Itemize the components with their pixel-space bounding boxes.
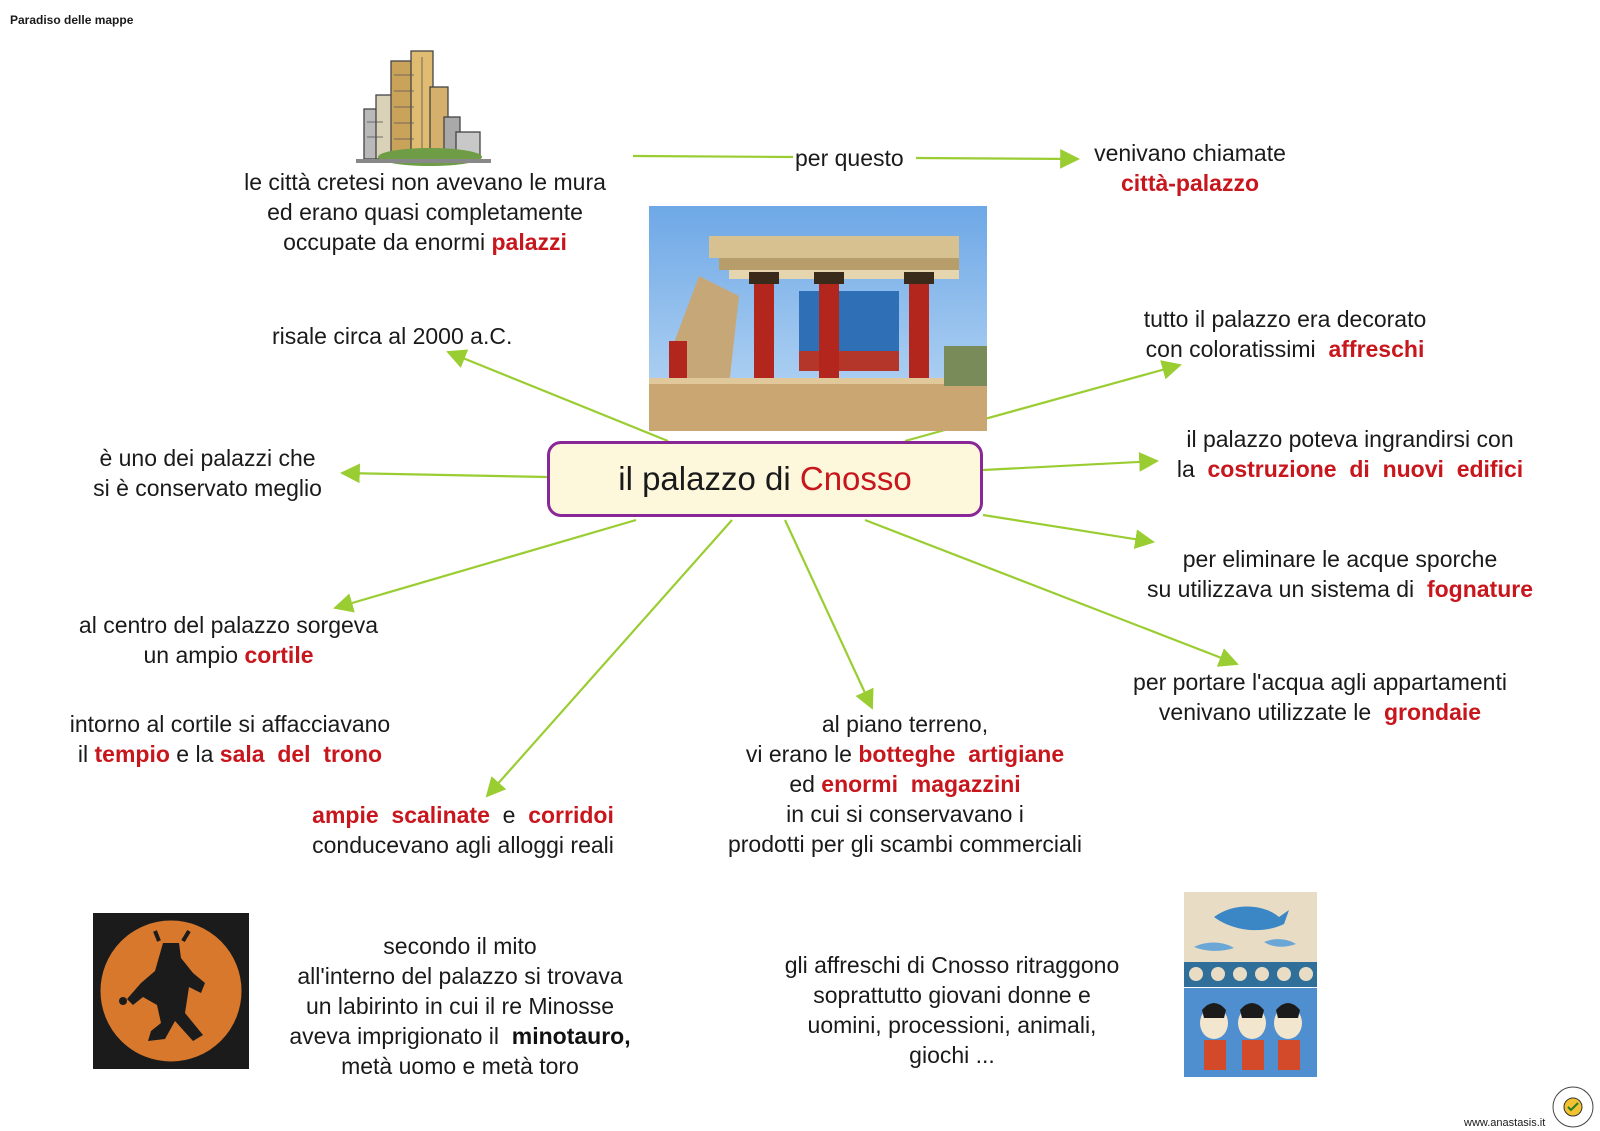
node-scalinate-line1b: e bbox=[489, 802, 529, 828]
minotaur-plate-image bbox=[93, 913, 249, 1069]
arrow-to-ingrandirsi bbox=[982, 452, 1159, 472]
node-citta-line2: ed erano quasi completamente bbox=[267, 199, 583, 225]
arrow-to-per-questo bbox=[632, 154, 794, 159]
node-grondaie-line2: venivano utilizzate le bbox=[1158, 699, 1384, 725]
node-mito-line3: un labirinto in cui il re Minosse bbox=[305, 993, 615, 1019]
node-citta-highlight: palazzi bbox=[491, 229, 567, 255]
node-risale: risale circa al 2000 a.C. bbox=[272, 321, 512, 351]
node-scalinate-highlight2: corridoi bbox=[528, 802, 614, 828]
node-piano-line4: in cui si conservavano i bbox=[786, 801, 1024, 827]
node-piano-line1: al piano terreno, bbox=[821, 711, 989, 737]
city-buildings-illustration bbox=[356, 50, 491, 166]
arrow-to-conservato bbox=[340, 463, 548, 484]
ladies-fresco-image bbox=[1184, 988, 1317, 1077]
node-centro-line2: un ampio bbox=[143, 642, 245, 668]
node-mito-line1: secondo il mito bbox=[383, 933, 537, 959]
node-conservato-line1: è uno dei palazzi che bbox=[99, 445, 316, 471]
node-ingrandirsi-line1: il palazzo poteva ingrandirsi con bbox=[1186, 426, 1514, 452]
node-chiamate: venivano chiamate città-palazzo bbox=[1075, 138, 1305, 198]
node-risale-line1: risale circa al 2000 a.C. bbox=[272, 323, 513, 349]
node-affreschi: tutto il palazzo era decorato con colora… bbox=[1120, 304, 1450, 364]
website-label: www.anastasis.it bbox=[1464, 1117, 1546, 1129]
node-piano-highlight2: enormi magazzini bbox=[821, 771, 1021, 797]
node-mito-line4: aveva imprigionato il bbox=[289, 1023, 512, 1049]
node-intorno: intorno al cortile si affacciavano il te… bbox=[45, 709, 415, 769]
node-grondaie-highlight: grondaie bbox=[1383, 699, 1482, 725]
node-fognature: per eliminare le acque sporche su utiliz… bbox=[1120, 544, 1560, 604]
node-centro: al centro del palazzo sorgeva un ampio c… bbox=[56, 610, 401, 670]
arrow-to-risale bbox=[446, 349, 669, 443]
node-ritraggono: gli affreschi di Cnosso ritraggono sopra… bbox=[752, 950, 1152, 1070]
per-questo-label: per questo bbox=[795, 145, 904, 171]
node-chiamate-line1: venivano chiamate bbox=[1094, 140, 1286, 166]
node-ritraggono-line4: giochi ... bbox=[909, 1042, 995, 1068]
dolphin-fresco-image bbox=[1184, 892, 1317, 987]
arrow-to-centro bbox=[333, 518, 637, 613]
node-centro-line1: al centro del palazzo sorgeva bbox=[78, 612, 379, 638]
node-chiamate-highlight: città-palazzo bbox=[1120, 170, 1260, 196]
arrow-to-piano bbox=[784, 519, 874, 710]
node-scalinate: ampie scalinate e corridoi conducevano a… bbox=[283, 800, 643, 860]
node-citta-line3: occupate da enormi bbox=[283, 229, 492, 255]
central-topic-highlight: Cnosso bbox=[799, 460, 912, 497]
node-intorno-highlight2: sala del trono bbox=[219, 741, 383, 767]
node-intorno-line2b: e la bbox=[169, 741, 220, 767]
node-fognature-line1: per eliminare le acque sporche bbox=[1182, 546, 1498, 572]
node-intorno-highlight1: tempio bbox=[94, 741, 170, 767]
node-citta-line1: le città cretesi non avevano le mura bbox=[244, 169, 606, 195]
node-grondaie-line1: per portare l'acqua agli appartamenti bbox=[1133, 669, 1507, 695]
central-topic-prefix: il palazzo di bbox=[618, 460, 800, 497]
palace-photo bbox=[649, 206, 987, 431]
node-ingrandirsi-line2: la bbox=[1176, 456, 1208, 482]
node-piano: al piano terreno, vi erano le botteghe a… bbox=[695, 709, 1115, 859]
node-scalinate-highlight1: ampie scalinate bbox=[312, 802, 490, 828]
node-mito-line5: metà uomo e metà toro bbox=[341, 1053, 579, 1079]
central-topic: il palazzo di Cnosso bbox=[547, 441, 983, 517]
node-piano-line3: ed bbox=[789, 771, 822, 797]
node-ingrandirsi-highlight: costruzione di nuovi edifici bbox=[1207, 456, 1524, 482]
node-citta: le città cretesi non avevano le mura ed … bbox=[213, 167, 637, 257]
node-ritraggono-line2: soprattutto giovani donne e bbox=[813, 982, 1091, 1008]
node-affreschi-highlight: affreschi bbox=[1328, 336, 1425, 362]
arrow-to-scalinate bbox=[485, 519, 733, 798]
node-fognature-highlight: fognature bbox=[1426, 576, 1533, 602]
node-ritraggono-line1: gli affreschi di Cnosso ritraggono bbox=[784, 952, 1120, 978]
node-intorno-line1: intorno al cortile si affacciavano bbox=[69, 711, 391, 737]
node-scalinate-line2: conducevano agli alloggi reali bbox=[312, 832, 614, 858]
node-mito-line2: all'interno del palazzo si trovava bbox=[297, 963, 623, 989]
arrow-to-chiamate bbox=[915, 148, 1080, 169]
brand-label: Paradiso delle mappe bbox=[10, 13, 134, 27]
node-piano-line2: vi erano le bbox=[745, 741, 859, 767]
node-ingrandirsi: il palazzo poteva ingrandirsi con la cos… bbox=[1150, 424, 1550, 484]
node-conservato: è uno dei palazzi che si è conservato me… bbox=[70, 443, 345, 503]
supermappe-badge bbox=[1552, 1086, 1594, 1128]
node-ritraggono-line3: uomini, processioni, animali, bbox=[807, 1012, 1097, 1038]
node-conservato-line2: si è conservato meglio bbox=[93, 475, 322, 501]
node-intorno-line2a: il bbox=[77, 741, 95, 767]
node-mito-bold: minotauro, bbox=[511, 1023, 631, 1049]
node-fognature-line2: su utilizzava un sistema di bbox=[1146, 576, 1427, 602]
node-grondaie: per portare l'acqua agli appartamenti ve… bbox=[1100, 667, 1540, 727]
node-affreschi-line1: tutto il palazzo era decorato bbox=[1143, 306, 1427, 332]
node-affreschi-line2: con coloratissimi bbox=[1145, 336, 1329, 362]
arrow-to-fognature bbox=[982, 513, 1155, 549]
node-mito: secondo il mito all'interno del palazzo … bbox=[260, 931, 660, 1081]
node-piano-line5: prodotti per gli scambi commerciali bbox=[727, 831, 1083, 857]
node-centro-highlight: cortile bbox=[244, 642, 314, 668]
arrow-to-grondaie bbox=[864, 518, 1239, 667]
node-piano-highlight1: botteghe artigiane bbox=[858, 741, 1065, 767]
